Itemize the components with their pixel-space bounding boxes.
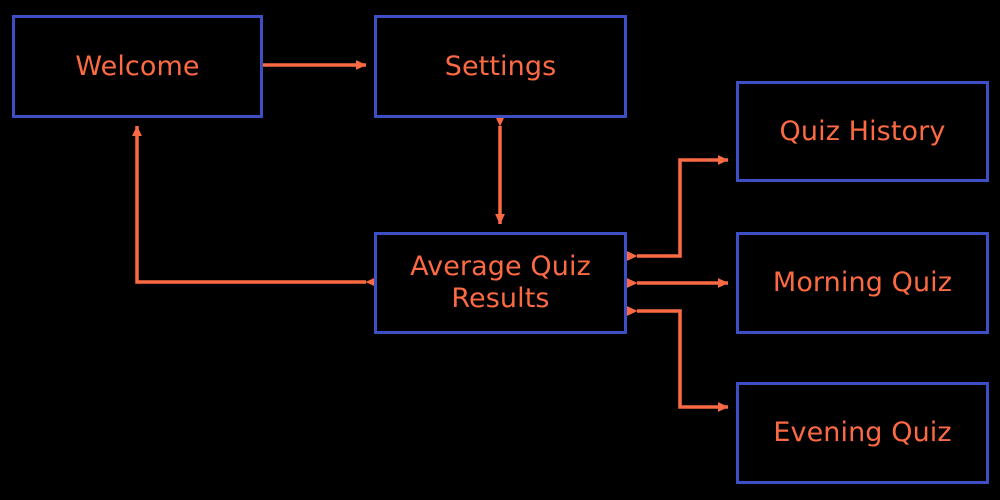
node-quiz-history[interactable]: Quiz History bbox=[736, 81, 989, 182]
edge-average-history bbox=[627, 155, 729, 261]
node-average-quiz-results[interactable]: Average Quiz Results bbox=[374, 232, 627, 334]
node-quiz-history-label: Quiz History bbox=[779, 115, 946, 147]
edge-average-evening bbox=[627, 306, 729, 412]
node-morning-quiz[interactable]: Morning Quiz bbox=[736, 232, 989, 334]
node-average-quiz-results-label: Average Quiz Results bbox=[410, 251, 591, 314]
node-settings-label: Settings bbox=[444, 50, 557, 82]
node-evening-quiz-label: Evening Quiz bbox=[773, 417, 952, 449]
node-settings[interactable]: Settings bbox=[374, 15, 627, 118]
node-evening-quiz[interactable]: Evening Quiz bbox=[736, 382, 989, 484]
edge-average-to-welcome bbox=[132, 125, 376, 287]
node-welcome[interactable]: Welcome bbox=[12, 15, 263, 118]
node-welcome-label: Welcome bbox=[75, 50, 200, 82]
node-morning-quiz-label: Morning Quiz bbox=[772, 267, 953, 299]
